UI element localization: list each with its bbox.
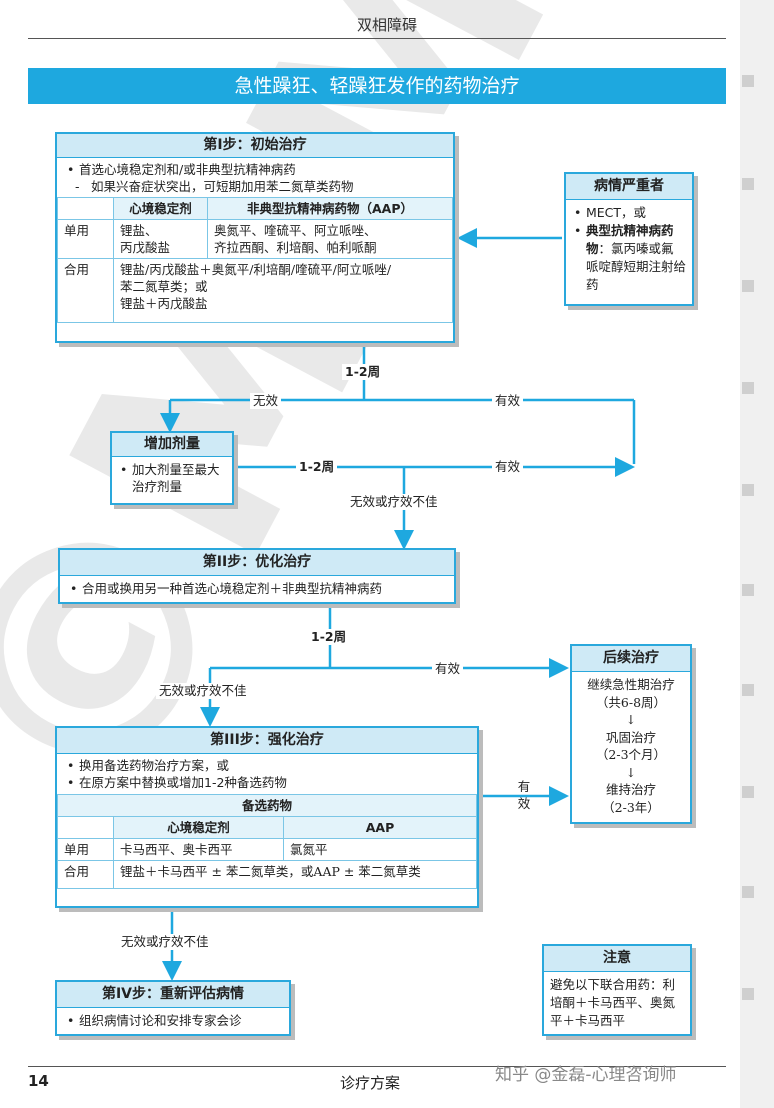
note-box: 注意 避免以下联合用药：利培酮＋卡马西平、奥氮平＋卡马西平	[542, 944, 692, 1036]
combo-regimen: 锂盐/丙戊酸盐＋奥氮平/利培酮/喹硫平/阿立哌唑/ 苯二氮草类；或 锂盐＋丙戊酸…	[113, 258, 453, 323]
step1-box: 第I步：初始治疗 首选心境稳定剂和/或非典型抗精神病药 如果兴奋症状突出，可短期…	[55, 132, 455, 343]
step3-title: 第III步：强化治疗	[57, 728, 477, 754]
severe-item-mect: MECT，或	[572, 204, 686, 222]
followup-consolidation-duration: （2-3个月）	[595, 747, 667, 762]
footer-section: 诊疗方案	[340, 1074, 401, 1092]
step2-bullet: 合用或换用另一种首选心境稳定剂＋非典型抗精神病药	[68, 580, 446, 597]
down-arrow-icon: ↓	[625, 764, 637, 780]
outcome-label-ineffective: 无效	[250, 393, 282, 409]
page-number: 14	[28, 1072, 49, 1090]
margin-tab	[742, 280, 754, 292]
severe-item-detail: ：氯丙嗪或氟哌啶醇短期注射给药	[586, 241, 687, 292]
step4-title: 第IV步：重新评估病情	[57, 982, 289, 1008]
combo-regimen: 锂盐＋卡马西平 ± 苯二氮草类，或AAP ± 苯二氮草类	[113, 860, 477, 889]
step3-box: 第III步：强化治疗 换用备选药物治疗方案，或 在原方案中替换或增加1-2种备选…	[55, 726, 479, 908]
step1-table: 心境稳定剂 非典型抗精神病药物（AAP） 单用 锂盐、 丙戊酸盐 奥氮平、喹硫平…	[57, 197, 453, 323]
followup-consolidation: 巩固治疗	[605, 729, 656, 745]
outcome-label-effective: 有效	[517, 779, 531, 811]
outcome-label-effective: 有效	[432, 661, 464, 677]
margin-tab	[742, 484, 754, 496]
interval-label: 1-2周	[308, 629, 350, 645]
alt-drugs-header: 备选药物	[57, 794, 477, 817]
outcome-label-effective: 有效	[492, 459, 524, 475]
step4-bullet: 组织病情讨论和安排专家会诊	[65, 1012, 281, 1029]
credit-watermark: 知乎 @金磊-心理咨询师	[495, 1065, 677, 1085]
margin-tab	[742, 584, 754, 596]
single-mood-stabilizer: 锂盐、 丙戊酸盐	[113, 219, 208, 259]
col-mood-stabilizer: 心境稳定剂	[113, 197, 208, 220]
step3-bullet-2: 在原方案中替换或增加1-2种备选药物	[65, 774, 469, 791]
followup-title: 后续治疗	[572, 646, 690, 672]
margin-tab	[742, 886, 754, 898]
margin-tab	[742, 382, 754, 394]
increase-bullet: 加大剂量至最大治疗剂量	[118, 461, 226, 495]
col-aap: 非典型抗精神病药物（AAP）	[207, 197, 453, 220]
followup-maintenance: 维持治疗	[605, 782, 656, 797]
note-title: 注意	[544, 946, 690, 972]
footer-rule	[28, 1066, 726, 1067]
step1-bullet: 首选心境稳定剂和/或非典型抗精神病药	[65, 161, 445, 178]
row-label-single: 单用	[57, 219, 114, 259]
step3-bullet-1: 换用备选药物治疗方案，或	[65, 757, 469, 774]
interval-label: 1-2周	[296, 459, 338, 475]
outcome-label-poor: 无效或疗效不佳	[347, 494, 441, 510]
outcome-label-poor: 无效或疗效不佳	[118, 934, 212, 950]
note-text: 避免以下联合用药：利培酮＋卡马西平、奥氮平＋卡马西平	[550, 977, 676, 1028]
step4-box: 第IV步：重新评估病情 组织病情讨论和安排专家会诊	[55, 980, 291, 1036]
single-aap: 氯氮平	[283, 838, 477, 861]
margin-tab	[742, 988, 754, 1000]
row-label-combo: 合用	[57, 860, 114, 889]
severe-case-box: 病情严重者 MECT，或 典型抗精神病药物：氯丙嗪或氟哌啶醇短期注射给药	[564, 172, 694, 306]
step3-table: 备选药物 心境稳定剂 AAP 单用 卡马西平、奥卡西平 氯氮平 合用 锂盐＋卡马…	[57, 794, 477, 889]
margin-tab	[742, 178, 754, 190]
followup-box: 后续治疗 继续急性期治疗 （共6-8周） ↓ 巩固治疗 （2-3个月） ↓ 维持…	[570, 644, 692, 824]
outcome-label-poor: 无效或疗效不佳	[156, 683, 250, 699]
row-label-combo: 合用	[57, 258, 114, 323]
step1-title: 第I步：初始治疗	[57, 134, 453, 158]
margin-tab	[742, 684, 754, 696]
margin-tab	[742, 786, 754, 798]
single-aap: 奥氮平、喹硫平、阿立哌唑、 齐拉西酮、利培酮、帕利哌酮	[207, 219, 453, 259]
increase-title: 增加剂量	[112, 433, 232, 457]
outcome-label-effective: 有效	[492, 393, 524, 409]
followup-acute: 继续急性期治疗	[587, 677, 675, 692]
section-banner: 急性躁狂、轻躁狂发作的药物治疗	[28, 68, 726, 104]
followup-acute-duration: （共6-8周）	[595, 694, 667, 710]
step2-box: 第II步：优化治疗 合用或换用另一种首选心境稳定剂＋非典型抗精神病药	[58, 548, 456, 604]
severe-item-typical: 典型抗精神病药物	[586, 223, 674, 256]
down-arrow-icon: ↓	[625, 712, 637, 727]
row-label-single: 单用	[57, 838, 114, 861]
step2-title: 第II步：优化治疗	[60, 550, 454, 576]
col-mood-stabilizer: 心境稳定剂	[113, 816, 284, 839]
margin-tab	[742, 75, 754, 87]
step1-subnote: 如果兴奋症状突出，可短期加用苯二氮草类药物	[65, 178, 445, 195]
interval-label: 1-2周	[342, 364, 384, 380]
col-aap: AAP	[283, 816, 477, 839]
increase-dose-box: 增加剂量 加大剂量至最大治疗剂量	[110, 431, 234, 505]
followup-maintenance-duration: （2-3年）	[602, 799, 660, 815]
document-title: 双相障碍	[356, 16, 417, 34]
severe-title: 病情严重者	[566, 174, 692, 200]
header-rule	[28, 38, 726, 39]
single-mood-stabilizer: 卡马西平、奥卡西平	[113, 838, 284, 861]
